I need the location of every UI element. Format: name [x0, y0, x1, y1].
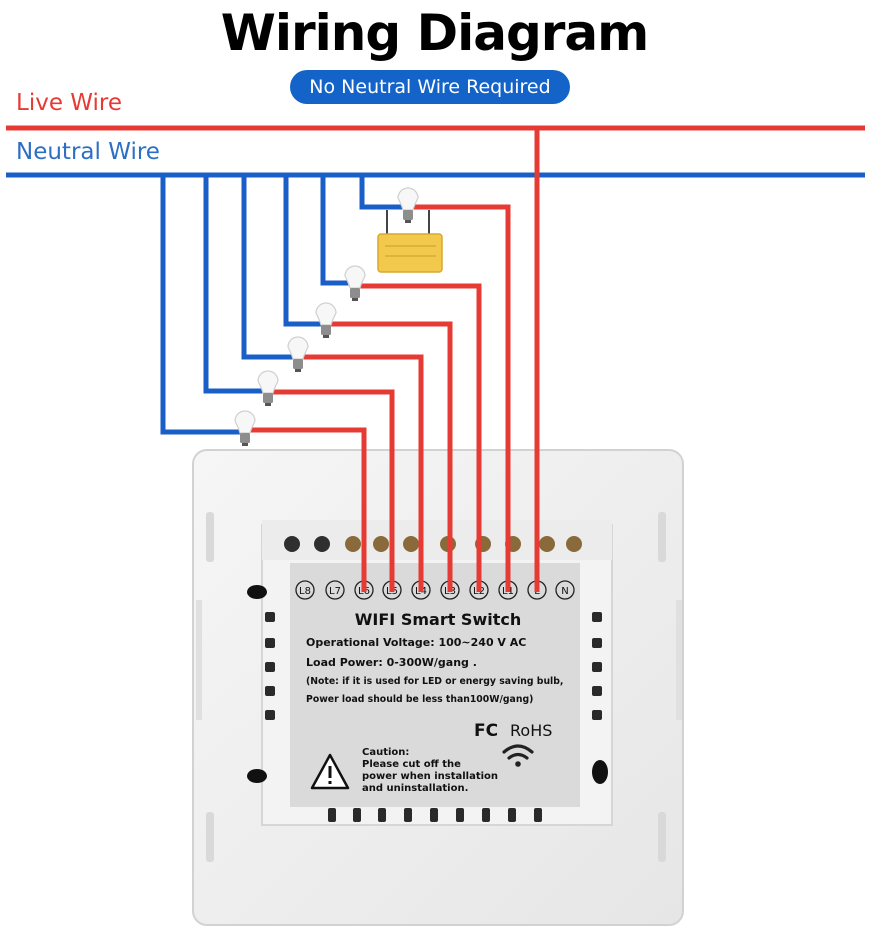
fcc-mark: FC — [474, 721, 498, 741]
panel-load: Load Power: 0-300W/gang . — [306, 656, 477, 669]
label-panel — [290, 563, 580, 807]
diagram-title: Wiring Diagram — [220, 4, 650, 62]
terminal-l7: L7 — [329, 586, 341, 597]
load-wire-l1 — [407, 204, 511, 592]
live-wire-label: Live Wire — [16, 90, 123, 116]
neutral-branch-l2 — [320, 175, 355, 286]
load-wire-l4 — [298, 354, 424, 592]
neutral-wire-label: Neutral Wire — [16, 139, 160, 165]
caution-line1: Please cut off the — [362, 759, 461, 770]
no-neutral-badge: No Neutral Wire Required — [290, 70, 570, 104]
panel-voltage: Operational Voltage: 100~240 V AC — [306, 636, 526, 649]
neutral-branch-l3 — [283, 175, 325, 327]
neutral-branch-l4 — [241, 175, 298, 360]
panel-heading: WIFI Smart Switch — [355, 610, 521, 629]
light-bulb-icon — [257, 370, 279, 406]
panel-note-line1: (Note: if it is used for LED or energy s… — [306, 676, 563, 687]
terminal-n: N — [561, 586, 568, 597]
light-bulb-icon — [344, 265, 366, 301]
load-wire-l6 — [245, 427, 367, 592]
light-bulb-icon — [234, 410, 256, 446]
neutral-branch-l5 — [203, 175, 268, 394]
panel-note-line2: Power load should be less than100W/gang) — [306, 694, 533, 705]
light-bulb-icon — [315, 302, 337, 338]
load-wire-l3 — [325, 321, 453, 592]
light-bulb-icon — [287, 336, 309, 372]
neutral-branch-l1 — [359, 175, 407, 210]
load-wire-l5 — [268, 389, 395, 592]
neutral-wires — [6, 172, 865, 435]
caution-title: Caution: — [362, 747, 409, 758]
light-bulb-icon — [397, 187, 419, 223]
terminal-l8: L8 — [299, 586, 311, 597]
caution-line2: power when installation — [362, 771, 498, 782]
side-slots — [247, 585, 608, 822]
live-wires — [6, 125, 865, 592]
load-wire-l2 — [355, 283, 482, 592]
capacitor — [377, 210, 443, 273]
neutral-branch-l6 — [160, 175, 245, 435]
caution-line3: and uninstallation. — [362, 783, 468, 794]
warning-icon — [310, 753, 350, 790]
rohs-mark: RoHS — [510, 721, 552, 740]
wifi-icon — [502, 744, 534, 767]
